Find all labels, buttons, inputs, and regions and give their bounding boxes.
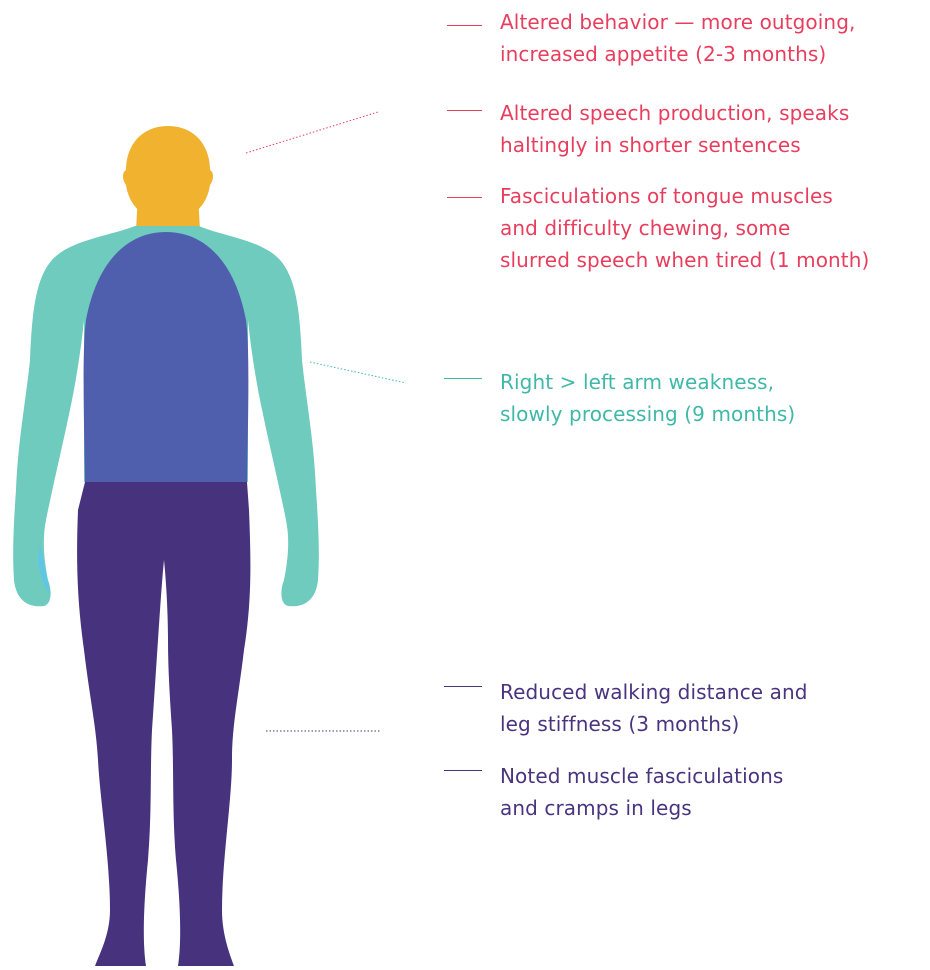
arm-annotation-weakness: Right > left arm weakness, slowly proces… — [500, 366, 795, 430]
annotation-line: increased appetite (2-3 months) — [500, 38, 855, 70]
annotation-dash — [447, 110, 482, 111]
annotation-line: Fasciculations of tongue muscles — [500, 180, 869, 212]
head-annotation-tongue: Fasciculations of tongue muscles and dif… — [500, 180, 869, 276]
head-annotation-speech: Altered speech production, speaks haltin… — [500, 97, 849, 161]
leg-annotation-fasciculations: Noted muscle fasciculations and cramps i… — [500, 760, 783, 824]
annotation-dash — [447, 25, 482, 26]
annotation-line: Noted muscle fasciculations — [500, 760, 783, 792]
annotation-dash — [447, 197, 482, 198]
annotation-dash — [444, 686, 482, 687]
head-region — [123, 126, 213, 220]
annotation-line: Reduced walking distance and — [500, 676, 808, 708]
annotation-line: leg stiffness (3 months) — [500, 708, 808, 740]
annotation-dash — [444, 378, 482, 379]
annotation-line: Altered speech production, speaks — [500, 97, 849, 129]
legs-region — [77, 482, 250, 966]
annotation-line: haltingly in shorter sentences — [500, 129, 849, 161]
torso-region — [84, 232, 249, 482]
annotation-line: and cramps in legs — [500, 792, 783, 824]
annotation-line: slowly processing (9 months) — [500, 398, 795, 430]
head-annotation-behavior: Altered behavior — more outgoing, increa… — [500, 6, 855, 70]
annotation-dash — [444, 770, 482, 771]
leg-annotation-walking: Reduced walking distance and leg stiffne… — [500, 676, 808, 740]
annotation-line: slurred speech when tired (1 month) — [500, 244, 869, 276]
annotation-line: and difficulty chewing, some — [500, 212, 869, 244]
head-leader-line — [246, 112, 378, 153]
annotation-line: Right > left arm weakness, — [500, 366, 795, 398]
annotation-line: Altered behavior — more outgoing, — [500, 6, 855, 38]
arm-leader-line — [310, 362, 406, 383]
